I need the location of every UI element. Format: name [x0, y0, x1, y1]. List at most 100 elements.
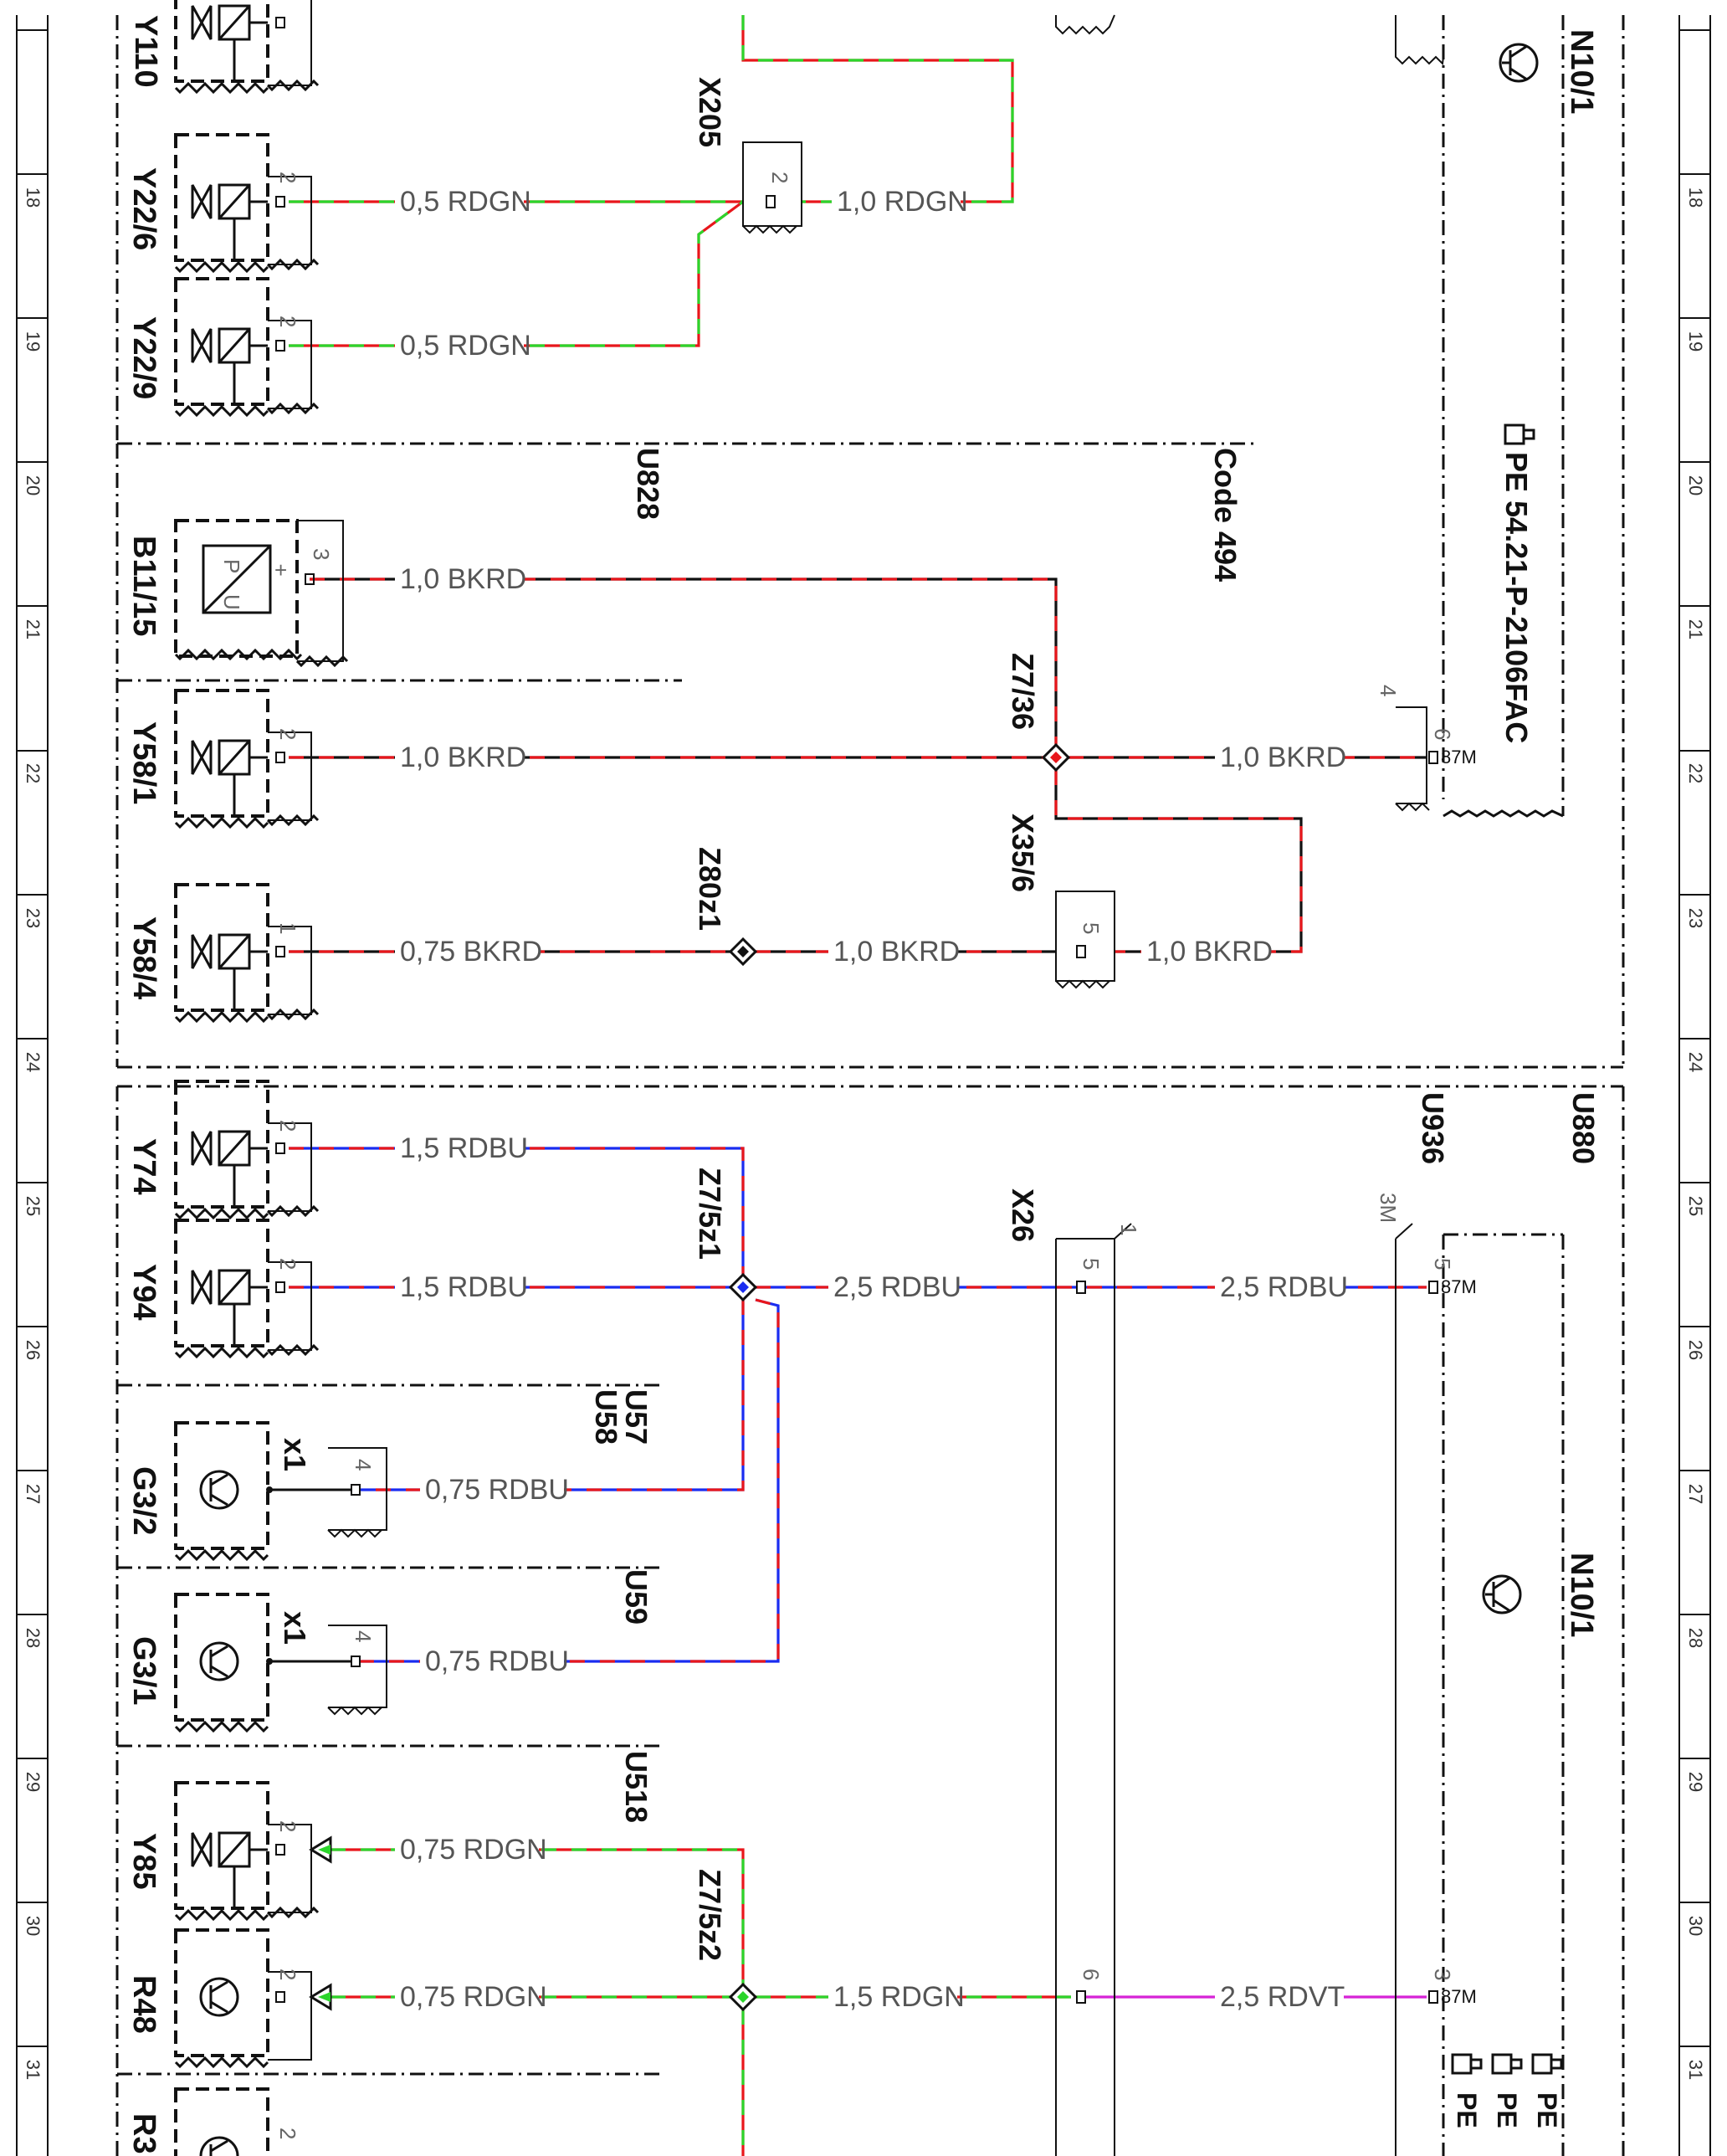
connector-label: X205	[693, 77, 727, 147]
valve-y85-icon	[174, 1781, 320, 1922]
grid-row-number: 28	[1685, 1628, 1706, 1648]
pin-number: 5	[1079, 922, 1104, 934]
group-label: U58	[589, 1389, 623, 1445]
pin-number: 2	[275, 1120, 300, 1132]
wire-label: 0,75 RDBU	[425, 1645, 569, 1677]
wire-bkrd	[310, 578, 1058, 745]
grid-row-number: 24	[23, 1052, 44, 1072]
grid-row-number: 24	[1685, 1052, 1706, 1072]
valve-y58-4-icon	[174, 883, 320, 1024]
wire-label: 1,5 RDBU	[400, 1132, 528, 1164]
connector-label: X35/6	[1006, 814, 1040, 892]
grid-row-number: 31	[23, 2060, 44, 2080]
component-label: Y58/1	[126, 721, 161, 804]
group-boxes	[115, 15, 1625, 2156]
pin-number: 6	[1430, 728, 1455, 740]
grid-row-number: 31	[1685, 2060, 1706, 2080]
wire-label: 1,0 BKRD	[1146, 936, 1273, 968]
component-label: Y110	[128, 15, 163, 88]
grid-row-number: 19	[23, 331, 44, 352]
grid-row-number: 23	[1685, 908, 1706, 928]
component-label: Y58/4	[126, 916, 161, 999]
valve-y58-1-icon	[174, 689, 320, 829]
pin-polarity: +	[274, 557, 287, 583]
valve-y74-icon	[174, 1080, 320, 1220]
pin-87m: 87M	[1441, 1276, 1477, 1297]
wire-label: 1,0 BKRD	[400, 742, 526, 773]
group-label: U59	[619, 1569, 653, 1625]
grid-row-number: 20	[23, 475, 44, 495]
motor-r48-icon	[174, 1928, 269, 2069]
grid-row-number: 21	[1685, 619, 1706, 639]
splice-z7-5z1	[728, 1272, 758, 1302]
wire-rdgn	[289, 200, 744, 347]
component-label: R48	[126, 1975, 161, 2034]
wire-label: 2,5 RDBU	[1220, 1271, 1348, 1303]
pin-number: 4	[1376, 685, 1401, 696]
component-label: Y74	[126, 1138, 161, 1195]
pin-87m: 87M	[1441, 1986, 1477, 2007]
grid-row-number: 30	[1685, 1916, 1706, 1936]
component-label: G3/2	[126, 1466, 161, 1535]
wire-rdbu	[289, 1147, 745, 1275]
wire-label: 1,5 RDGN	[833, 1981, 965, 2013]
hand-pointer-icon	[1531, 2053, 1563, 2075]
group-label: U518	[619, 1751, 653, 1823]
pin-number: 3M	[1376, 1193, 1401, 1223]
sensor-letter: U	[219, 594, 244, 610]
pin-number: 2	[767, 172, 792, 183]
reference-label: PE	[1452, 2092, 1482, 2128]
wire-label: 0,75 BKRD	[400, 936, 542, 968]
pressure-sensor-b11-15-icon	[174, 519, 349, 668]
valve-y94-icon	[174, 1219, 320, 1359]
module-edge	[1443, 809, 1564, 818]
splice-z7-5z2	[728, 1982, 758, 2012]
grid-row-number: 21	[23, 619, 44, 639]
grid-row-number: 27	[23, 1484, 44, 1504]
wire-label: 0,5 RDGN	[400, 186, 531, 218]
sensor-letter: P	[219, 559, 244, 573]
wire-label: 1,0 RDGN	[837, 186, 968, 218]
component-label: Y22/6	[126, 167, 161, 250]
wire-label: 0,75 RDBU	[425, 1474, 569, 1506]
wire-rdbu	[360, 1300, 745, 1491]
connector-label: Z7/5z1	[693, 1168, 727, 1260]
transistor-icon	[1482, 1574, 1522, 1614]
connector-label: Z7/36	[1006, 653, 1040, 730]
grid-row-number: 18	[23, 187, 44, 208]
components	[174, 0, 1438, 2156]
grid-row-number: 26	[23, 1340, 44, 1360]
connector-blocks	[327, 14, 1444, 2156]
reference-label: PE 54.21-P-2106FAC	[1499, 452, 1534, 743]
group-label: U880	[1566, 1092, 1601, 1164]
grid-row-number: 19	[1685, 331, 1706, 352]
connector-label: Z7/5z2	[693, 1869, 727, 1961]
group-label: U57	[619, 1389, 653, 1445]
labels: Y110Y22/6Y22/9B11/15Y58/1Y58/4Y74Y94G3/2…	[126, 15, 1601, 2154]
grid-ticks	[17, 29, 1710, 2047]
transistor-icon	[1499, 43, 1539, 83]
grid-row-number: 22	[1685, 763, 1706, 783]
pin-number: 4	[351, 1630, 376, 1642]
wire-label: 0,75 RDGN	[400, 1834, 547, 1866]
pin-number: 2	[275, 1258, 300, 1270]
grid-row-number: 22	[23, 763, 44, 783]
wire-rdbu	[360, 1298, 780, 1663]
component-label: Y94	[126, 1264, 161, 1321]
module-label: N10/1	[1564, 1553, 1599, 1637]
valve-y110-icon	[174, 0, 320, 95]
hand-pointer-icon	[1451, 2053, 1483, 2075]
component-label: B11/15	[126, 536, 161, 636]
grid-row-number: 29	[23, 1772, 44, 1792]
wire-label: 1,0 BKRD	[1220, 742, 1346, 773]
pin-number: 4	[351, 1459, 376, 1471]
pin-number: 2	[275, 172, 300, 183]
grid-row-number: 26	[1685, 1340, 1706, 1360]
pin-number: 5	[1430, 1258, 1455, 1270]
reference-label: PE	[1532, 2092, 1562, 2128]
reference-label: PE	[1492, 2092, 1522, 2128]
connector-label: x1	[278, 1611, 312, 1645]
splice-z7-36	[1041, 742, 1071, 773]
